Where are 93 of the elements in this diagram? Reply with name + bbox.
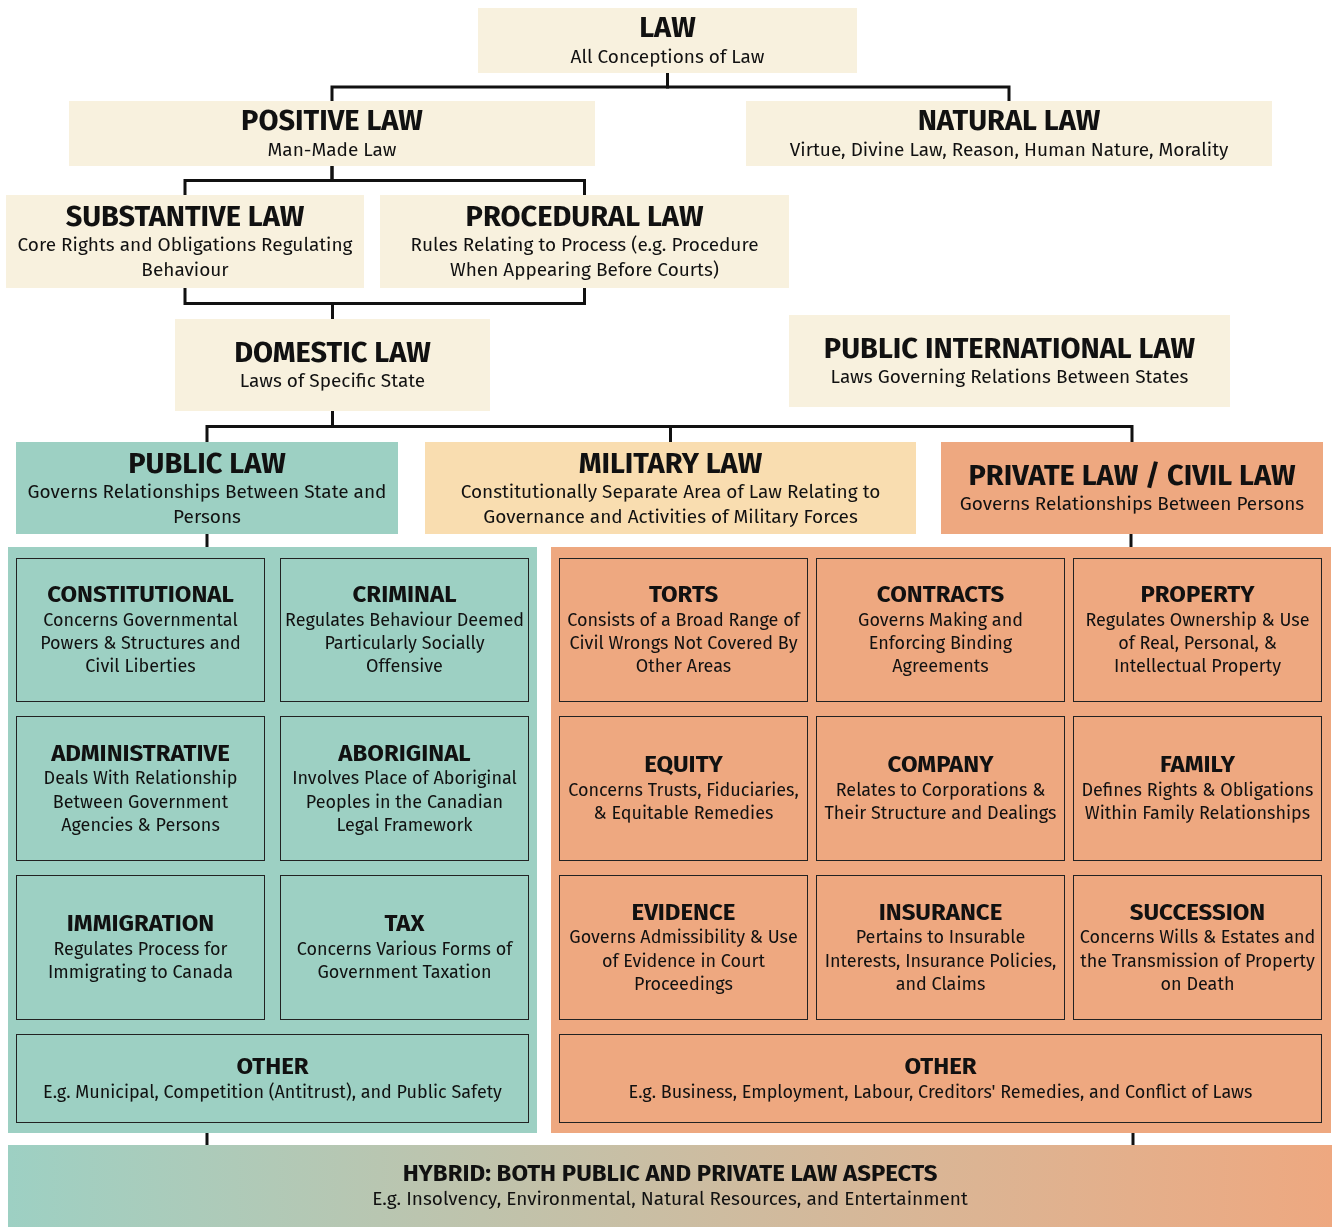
heading-text: CONSTITUTIONAL bbox=[47, 581, 234, 609]
heading-text: TORTS bbox=[648, 581, 719, 609]
heading-text: HYBRID: BOTH PUBLIC AND PRIVATE LAW ASPECTS bbox=[402, 1159, 938, 1188]
heading-text: INSURANCE bbox=[878, 898, 1003, 927]
connector-line bbox=[1129, 534, 1133, 547]
heading-text: OTHER bbox=[236, 1053, 309, 1081]
area-box bbox=[816, 875, 1065, 1020]
description-text: E.g. Business, Employment, Labour, Creditors' Remedies, and Conflict of Laws bbox=[627, 1080, 1254, 1104]
heading-text: ADMINISTRATIVE bbox=[51, 739, 230, 768]
category-box bbox=[6, 195, 364, 288]
heading-text: OTHER bbox=[904, 1053, 977, 1081]
area-box bbox=[16, 558, 265, 702]
area-box bbox=[816, 558, 1065, 702]
group-panel bbox=[551, 547, 1331, 1133]
area-box bbox=[559, 558, 808, 702]
description-text: Laws of Specific State bbox=[238, 369, 427, 394]
area-box bbox=[816, 716, 1065, 861]
area-box bbox=[1073, 558, 1322, 702]
description-text: Governs Admissibility & Use of Evidence in Court Proceedings bbox=[568, 926, 799, 997]
description-text: Governs Relationships Between Persons bbox=[958, 492, 1306, 517]
group-panel bbox=[8, 547, 537, 1133]
connector-line bbox=[330, 166, 586, 195]
description-text: All Conceptions of Law bbox=[569, 44, 766, 70]
heading-text: SUBSTANTIVE LAW bbox=[65, 200, 305, 234]
description-text: Deals With Relationship Between Government Agencies & Persons bbox=[42, 767, 239, 838]
area-box bbox=[280, 716, 529, 861]
heading-text: IMMIGRATION bbox=[66, 910, 215, 938]
category-box bbox=[746, 101, 1272, 166]
description-text: E.g. Insolvency, Environmental, Natural Resources, and Entertainment bbox=[371, 1187, 969, 1213]
area-box bbox=[1073, 875, 1322, 1020]
connector-line bbox=[666, 73, 1011, 101]
heading-text: TAX bbox=[384, 910, 425, 938]
description-text: Man-Made Law bbox=[266, 137, 398, 163]
heading-text: POSITIVE LAW bbox=[241, 104, 423, 138]
category-banner bbox=[8, 1145, 1332, 1227]
description-text: E.g. Municipal, Competition (Antitrust), and Public Safety bbox=[42, 1080, 503, 1104]
heading-text: PROPERTY bbox=[1140, 581, 1255, 609]
area-box bbox=[559, 716, 808, 861]
description-text: Regulates Behaviour Deemed Particularly Socially Offensive bbox=[284, 608, 525, 679]
heading-text: PUBLIC LAW bbox=[128, 446, 286, 480]
description-text: Governs Making and Enforcing Binding Agreements bbox=[857, 608, 1024, 679]
heading-text: EVIDENCE bbox=[631, 898, 736, 927]
description-text: Concerns Governmental Powers & Structures and Civil Liberties bbox=[39, 608, 242, 679]
heading-text: FAMILY bbox=[1160, 751, 1235, 779]
area-box bbox=[280, 558, 529, 702]
category-box bbox=[175, 319, 490, 411]
description-text: Laws Governing Relations Between States bbox=[829, 365, 1190, 390]
area-box bbox=[16, 1034, 529, 1123]
heading-text: ABORIGINAL bbox=[338, 739, 471, 768]
connector-line bbox=[1131, 1133, 1135, 1145]
area-box bbox=[559, 875, 808, 1020]
connector-line bbox=[331, 288, 586, 319]
description-text: Regulates Ownership & Use of Real, Personal, & Intellectual Property bbox=[1084, 608, 1311, 679]
heading-text: DOMESTIC LAW bbox=[234, 336, 431, 370]
connector-line bbox=[205, 534, 209, 547]
heading-text: PRIVATE LAW / CIVIL LAW bbox=[968, 459, 1296, 493]
description-text: Involves Place of Aboriginal Peoples in the Canadian Legal Framework bbox=[291, 767, 518, 838]
description-text: Governs Relationships Between State and Persons bbox=[26, 480, 388, 530]
heading-text: CRIMINAL bbox=[352, 581, 457, 609]
description-text: Pertains to Insurable Interests, Insurance Policies, and Claims bbox=[823, 926, 1058, 997]
area-box bbox=[16, 875, 265, 1020]
description-text: Relates to Corporations & Their Structure and Dealings bbox=[823, 778, 1058, 826]
area-box bbox=[16, 716, 265, 861]
category-box bbox=[478, 8, 857, 73]
category-box bbox=[425, 442, 916, 534]
category-box bbox=[380, 195, 789, 288]
heading-text: NATURAL LAW bbox=[917, 104, 1101, 138]
heading-text: MILITARY LAW bbox=[578, 446, 763, 480]
area-box bbox=[1073, 716, 1322, 861]
heading-text: COMPANY bbox=[887, 751, 994, 779]
heading-text: EQUITY bbox=[644, 751, 723, 779]
area-box bbox=[280, 875, 529, 1020]
category-box bbox=[941, 442, 1323, 534]
description-text: Virtue, Divine Law, Reason, Human Nature, Morality bbox=[788, 137, 1230, 163]
description-text: Regulates Process for Immigrating to Canada bbox=[46, 937, 235, 985]
heading-text: PUBLIC INTERNATIONAL LAW bbox=[823, 332, 1196, 366]
description-text: Constitutionally Separate Area of Law Relating to Governance and Activities of Military Forces bbox=[459, 480, 882, 530]
area-box bbox=[559, 1034, 1322, 1123]
description-text: Concerns Trusts, Fiduciaries, & Equitable Remedies bbox=[567, 778, 800, 826]
heading-text: LAW bbox=[639, 11, 696, 45]
description-text: Concerns Wills & Estates and the Transmission of Property on Death bbox=[1078, 926, 1317, 997]
heading-text: CONTRACTS bbox=[876, 581, 1005, 609]
description-text: Rules Relating to Process (e.g. Procedure When Appearing Before Courts) bbox=[409, 233, 760, 283]
description-text: Core Rights and Obligations Regulating Behaviour bbox=[16, 233, 354, 283]
connector-line bbox=[205, 1133, 209, 1145]
description-text: Consists of a Broad Range of Civil Wrongs Not Covered By Other Areas bbox=[566, 608, 802, 679]
category-box bbox=[16, 442, 398, 534]
description-text: Defines Rights & Obligations Within Family Relationships bbox=[1080, 778, 1315, 826]
heading-text: SUCCESSION bbox=[1129, 898, 1266, 927]
heading-text: PROCEDURAL LAW bbox=[465, 200, 704, 234]
category-box bbox=[789, 315, 1230, 407]
description-text: Concerns Various Forms of Government Taxation bbox=[295, 937, 514, 985]
category-box bbox=[69, 101, 595, 166]
